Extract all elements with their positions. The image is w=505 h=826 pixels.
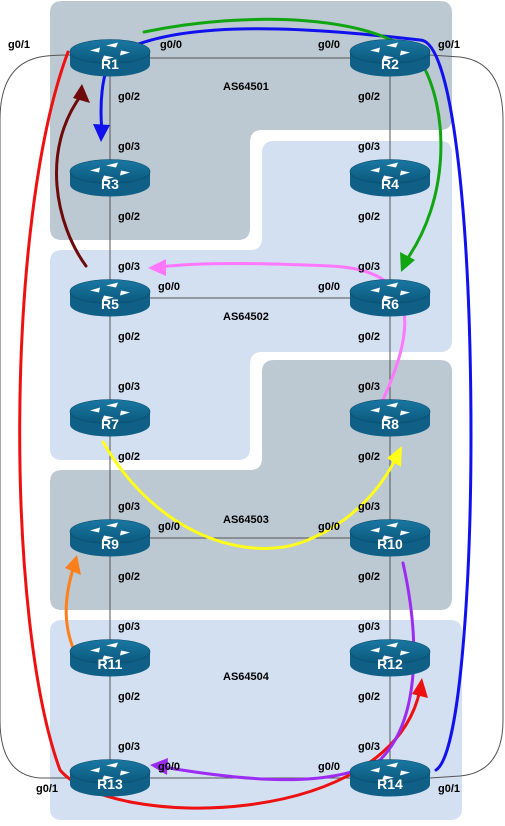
router-arrows-icon	[370, 522, 410, 541]
router-top	[69, 399, 151, 424]
router-arrows-icon	[90, 282, 130, 301]
router-arrows-icon	[370, 762, 410, 781]
router-r5[interactable]: R5	[69, 279, 151, 317]
router-top	[69, 279, 151, 304]
arrowhead-magenta	[148, 259, 166, 276]
router-r1[interactable]: R1	[69, 39, 151, 77]
router-arrows-icon	[370, 282, 410, 301]
router-top	[69, 519, 151, 544]
flow-magenta-r8-r5	[158, 262, 407, 404]
arrowhead-green	[400, 252, 415, 272]
router-r6[interactable]: R6	[349, 279, 431, 317]
router-top	[349, 39, 431, 64]
router-arrows-icon	[90, 522, 130, 541]
router-r13[interactable]: R13	[69, 759, 151, 797]
router-top	[69, 39, 151, 64]
router-arrows-icon	[90, 642, 130, 661]
router-top	[69, 639, 151, 664]
flow-red-r1-r13	[18, 50, 422, 810]
router-arrows-icon	[90, 762, 130, 781]
router-top	[349, 279, 431, 304]
router-r7[interactable]: R7	[69, 399, 151, 437]
router-top	[349, 519, 431, 544]
arrowhead-darkred	[73, 84, 90, 103]
router-arrows-icon	[370, 402, 410, 421]
arrowhead-red	[412, 678, 428, 698]
router-top	[69, 159, 151, 184]
router-r14[interactable]: R14	[349, 759, 431, 797]
router-r3[interactable]: R3	[69, 159, 151, 197]
router-arrows-icon	[370, 42, 410, 61]
as64502-region	[50, 141, 452, 460]
router-top	[349, 759, 431, 784]
arrowhead-blue	[93, 124, 110, 142]
router-r10[interactable]: R10	[349, 519, 431, 557]
router-arrows-icon	[90, 402, 130, 421]
flow-yellow-r7-r8	[101, 440, 398, 550]
router-r11[interactable]: R11	[69, 639, 151, 677]
router-r2[interactable]: R2	[349, 39, 431, 77]
arrowhead-orange	[65, 555, 81, 575]
router-arrows-icon	[90, 42, 130, 61]
link-r2-r14	[429, 54, 504, 779]
flow-darkred-r5-r1	[55, 92, 88, 268]
arrowhead-purple	[150, 758, 168, 775]
router-top	[349, 639, 431, 664]
router-arrows-icon	[90, 162, 130, 181]
router-arrows-icon	[370, 642, 410, 661]
router-r12[interactable]: R12	[349, 639, 431, 677]
arrowhead-yellow	[387, 446, 402, 467]
router-top	[349, 159, 431, 184]
interface-label: g0/1	[8, 39, 30, 51]
router-arrows-icon	[370, 162, 410, 181]
router-top	[349, 399, 431, 424]
router-top	[69, 759, 151, 784]
router-r8[interactable]: R8	[349, 399, 431, 437]
router-r4[interactable]: R4	[349, 159, 431, 197]
router-r9[interactable]: R9	[69, 519, 151, 557]
link-r1-r13	[0, 54, 73, 779]
